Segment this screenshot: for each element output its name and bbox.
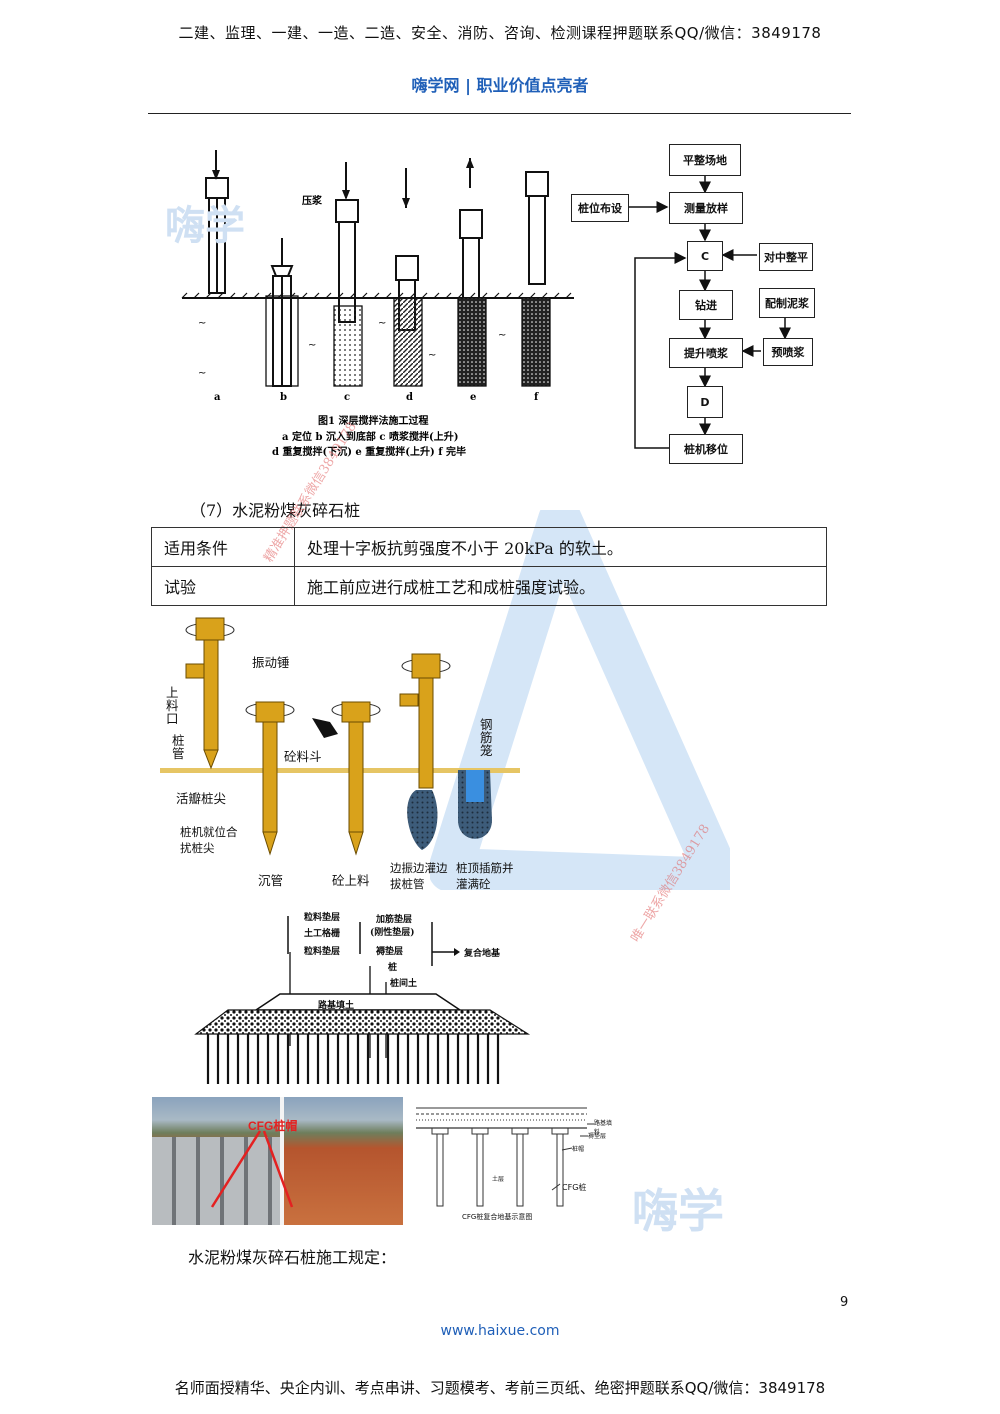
label-gravel-cushion-b: 粒料垫层	[304, 947, 341, 957]
top-banner: 二建、监理、一建、一造、二造、安全、消防、咨询、检测课程押题联系QQ/微信：38…	[178, 24, 822, 42]
svg-text:~: ~	[428, 350, 436, 361]
label-cushion: 褥垫层	[376, 947, 404, 957]
cfg-label: CFG桩帽	[248, 1119, 298, 1133]
label-embankment: 路基填土	[318, 1001, 355, 1011]
label-rigid-cushion: (刚性垫层)	[370, 928, 415, 938]
label-vibro-hammer: 振动锤	[252, 655, 290, 670]
flow-drill: 钻进	[679, 290, 733, 320]
label-geogrid: 土工格栅	[304, 929, 341, 939]
label-step2: 沉管	[258, 873, 284, 888]
deep-mixing-figure: ~ ~ ~ ~ ~ ~ 压浆 a b c d e f 图1 深层搅拌法施工过程 a 定…	[178, 148, 578, 463]
brand-slogan[interactable]: 嗨学网 | 职业价值点亮者	[411, 76, 589, 95]
label-soil-between: 桩间土	[390, 979, 418, 989]
label-hopper: 砼料斗	[284, 749, 322, 764]
label-pile-pipe: 桩管	[172, 733, 185, 761]
label-layer1: 路基填料	[594, 1120, 613, 1136]
pile-caps-grid	[152, 1137, 280, 1225]
stage-letter-b: b	[280, 392, 287, 403]
press-label: 压浆	[302, 194, 323, 207]
stage-letter-f: f	[534, 392, 539, 403]
footer-url[interactable]: www.haixue.com	[440, 1323, 560, 1339]
cfg-site-photo: CFG桩帽	[152, 1097, 403, 1225]
cfg-composite-diagram: 路基填料 褥垫层 桩帽 土层 CFG桩 CFG桩复合地基示意图	[412, 1100, 617, 1225]
flow-pre-spray: 预喷浆	[763, 338, 813, 366]
stage-letter-c: c	[344, 392, 350, 403]
label-soil: 土层	[492, 1176, 505, 1183]
triangle-watermark-icon	[430, 510, 730, 890]
label-pile: 桩	[388, 963, 398, 973]
diagram-caption: CFG桩复合地基示意图	[462, 1213, 533, 1221]
table-value: 施工前应进行成桩工艺和成桩强度试验。	[294, 566, 827, 606]
cfg-rules-paragraph: 水泥粉煤灰碎石桩施工规定：	[188, 1248, 397, 1267]
table-row: 适用条件 处理十字板抗剪强度不小于 20kPa 的软土。	[151, 527, 827, 567]
svg-text:~: ~	[198, 368, 206, 379]
flow-pile-layout: 桩位布设	[571, 194, 629, 222]
photo-divider	[280, 1097, 284, 1225]
label-cage: 钢筋笼	[480, 717, 493, 758]
table-key: 试验	[151, 566, 295, 606]
label-gravel-cushion-a: 粒料垫层	[304, 913, 341, 923]
flow-lift-spray: 提升喷浆	[669, 338, 743, 368]
haixue-watermark-logo-bottom: 嗨学	[632, 1184, 724, 1238]
svg-text:~: ~	[378, 318, 386, 329]
stage-letter-d: d	[406, 392, 413, 403]
label-flap-tip: 活瓣桩尖	[176, 791, 227, 806]
svg-text:~: ~	[498, 330, 506, 341]
table-row: 试验 施工前应进行成桩工艺和成桩强度试验。	[151, 566, 827, 606]
label-step1: 桩机就位合扰桩尖	[180, 825, 238, 855]
svg-text:~: ~	[198, 318, 206, 329]
bottom-banner: 名师面授精华、央企内训、考点串讲、习题模考、考前三页纸、绝密押题联系QQ/微信：…	[174, 1379, 826, 1397]
flow-node-c: C	[687, 241, 723, 271]
label-layer3: 桩帽	[572, 1146, 585, 1153]
label-composite: 复合地基	[464, 949, 501, 959]
spec-table: 适用条件 处理十字板抗剪强度不小于 20kPa 的软土。 试验 施工前应进行成桩…	[151, 527, 827, 606]
label-step4: 边振边灌边拔桩管	[390, 861, 448, 891]
table-value: 处理十字板抗剪强度不小于 20kPa 的软土。	[294, 527, 827, 567]
stage-letter-a: a	[214, 392, 221, 403]
label-step5: 桩顶插筋并灌满砼	[456, 861, 514, 891]
figure1-caption-title: 图1 深层搅拌法施工过程	[318, 414, 428, 427]
label-feed-port: 上料口	[166, 685, 179, 726]
svg-text:~: ~	[308, 340, 316, 351]
flow-node-d: D	[687, 386, 723, 418]
label-cfg-pile: CFG桩	[562, 1183, 587, 1192]
flow-move-rig: 桩机移位	[669, 434, 743, 464]
label-layer2: 褥垫层	[588, 1133, 607, 1140]
stage-letter-e: e	[470, 392, 476, 403]
flow-mix-slurry: 配制泥浆	[759, 288, 815, 318]
flow-level-site: 平整场地	[669, 144, 741, 176]
figure1-caption-line2: d 重复搅拌(下沉) e 重复搅拌(上升) f 完毕	[272, 445, 466, 458]
label-reinforced-cushion: 加筋垫层	[376, 915, 413, 925]
flow-survey: 测量放样	[669, 192, 743, 224]
page-number: 9	[840, 1295, 849, 1310]
label-step3: 砼上料	[332, 873, 370, 888]
header-divider	[148, 113, 851, 114]
haixue-watermark-logo: 嗨学	[165, 203, 245, 249]
construction-flowchart: 平整场地 桩位布设 测量放样 C 对中整平 钻进 配制泥浆 提升喷浆 预喷浆 D…	[565, 140, 825, 470]
table-key: 适用条件	[151, 527, 295, 567]
composite-foundation-figure: 粒料垫层 土工格栅 粒料垫层 加筋垫层 (刚性垫层) 褥垫层 桩 桩间土 复合地…	[190, 908, 535, 1108]
figure1-caption-line1: a 定位 b 沉入到底部 c 喷浆搅拌(上升)	[282, 430, 458, 443]
cfg-construction-figure: 振动锤 上料口 桩管 活瓣桩尖 砼料斗 钢筋笼 桩机就位合扰桩尖 沉管 砼上料 …	[160, 610, 530, 900]
section-title: （7）水泥粉煤灰碎石桩	[190, 501, 361, 520]
flow-center: 对中整平	[759, 243, 813, 271]
